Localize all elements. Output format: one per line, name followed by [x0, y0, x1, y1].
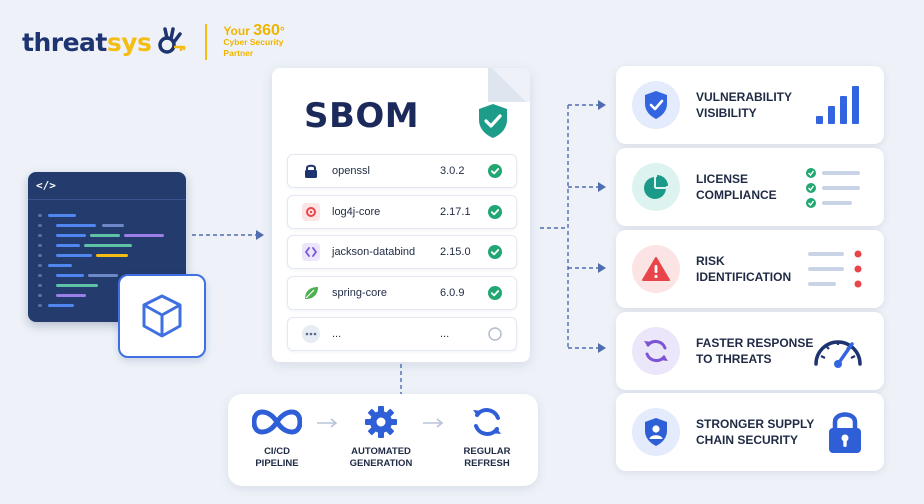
library-row-log4j-core: log4j-core 2.17.1: [287, 195, 517, 229]
shield-check-icon: [479, 104, 507, 138]
sbom-document: SBOM openssl 3.0.2 log4j-core 2.17.1 jac…: [272, 68, 530, 362]
check-circle-icon: [488, 205, 502, 219]
library-version: 6.0.9: [440, 287, 465, 299]
library-version: ...: [440, 328, 450, 340]
checklist-icon: [806, 168, 860, 208]
library-row-spring-core: spring-core 6.0.9: [287, 276, 517, 310]
risk-list-icon: [808, 250, 862, 288]
ok-hand-key-icon: [158, 27, 186, 54]
check-circle-icon: [488, 286, 502, 300]
empty-circle-icon: [488, 327, 502, 341]
signal-bars-icon: [816, 86, 859, 124]
code-icon: [302, 243, 320, 261]
more-icon: [302, 325, 320, 343]
package-cube-icon: [118, 274, 206, 358]
arrow-right-icon: [317, 418, 338, 428]
sync-icon: [632, 327, 680, 375]
library-name: spring-core: [332, 287, 388, 299]
check-circle-icon: [488, 164, 502, 178]
library-row-more: ... ...: [287, 317, 517, 351]
bug-icon: [302, 203, 320, 221]
check-circle-icon: [488, 245, 502, 259]
library-version: 2.17.1: [440, 206, 471, 218]
lock-icon: [302, 162, 320, 180]
logo-divider: [205, 24, 208, 60]
sbom-title: SBOM: [304, 96, 420, 136]
library-name: jackson-databind: [332, 246, 416, 258]
refresh-icon: [473, 408, 501, 436]
library-name: openssl: [332, 165, 370, 177]
gear-icon: [365, 406, 397, 438]
library-name: ...: [332, 328, 342, 340]
brand-tagline: Your 360° Cyber Security Partner: [223, 22, 285, 59]
brand-logo: threatsys Your 360° Cyber Security Partn…: [22, 22, 285, 62]
brand-name: threatsys: [22, 27, 152, 57]
library-name: log4j-core: [332, 206, 381, 218]
library-row-jackson-databind: jackson-databind 2.15.0: [287, 235, 517, 269]
infinity-icon: [252, 409, 302, 435]
arrow-right-icon: [423, 418, 444, 428]
shield-check-icon: [632, 81, 680, 129]
leaf-icon: [302, 284, 320, 302]
page-fold: [488, 68, 530, 102]
code-icon: </>: [36, 179, 56, 192]
library-row-openssl: openssl 3.0.2: [287, 154, 517, 188]
pie-chart-icon: [632, 163, 680, 211]
speedometer-icon: [814, 340, 862, 368]
shield-user-icon: [632, 408, 680, 456]
padlock-icon: [829, 412, 861, 453]
library-version: 3.0.2: [440, 165, 465, 177]
warning-icon: [632, 245, 680, 293]
library-version: 2.15.0: [440, 246, 471, 258]
